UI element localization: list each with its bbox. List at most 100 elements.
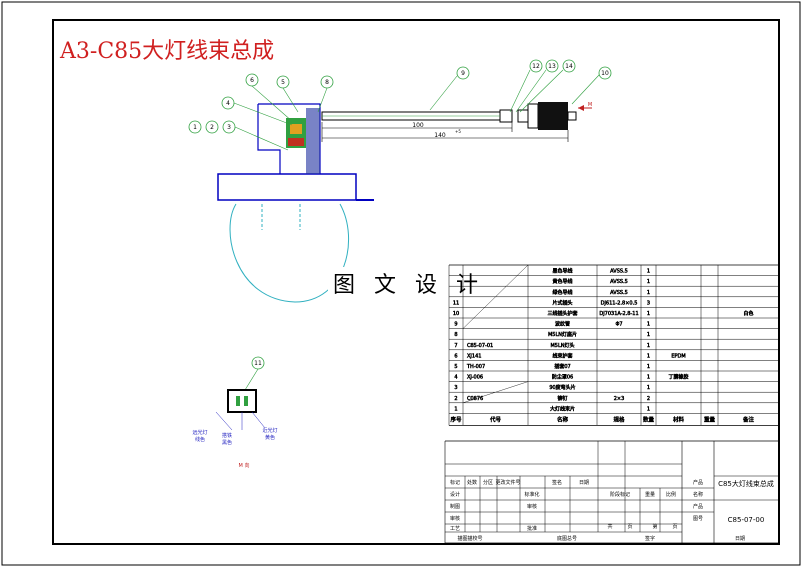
balloon-1: 1 (193, 124, 197, 131)
balloon-5: 5 (281, 79, 285, 86)
bom-cell-qty: 2 (647, 396, 650, 402)
view-label: M 向 (239, 462, 250, 469)
bom-header-wt: 重量 (704, 415, 716, 423)
tb-product2: 产品 (693, 503, 703, 510)
title-block: 标记处数分区更改文件号签名日期设计标准化制图审核审核工艺批准阶段标记重量比例共页… (444, 440, 780, 544)
tb-design: 设计 (450, 491, 460, 498)
tb-product: 产品 (693, 479, 703, 486)
bom-cell-qty: 1 (647, 322, 650, 328)
tb-drawing-no: C85-07-00 (728, 516, 765, 524)
balloon-2: 2 (210, 124, 214, 131)
bom-cell-name: 片式插头 (552, 299, 572, 306)
bom-cell-name: 大灯线束片 (550, 405, 575, 412)
bom-cell-qty: 1 (647, 385, 650, 391)
bom-cell-qty: 1 (647, 269, 650, 275)
bom-cell-qty: 1 (647, 364, 650, 370)
tb-stage: 阶段标记 (610, 491, 630, 498)
bom-cell-spec: Φ7 (615, 322, 622, 328)
dim-100: 100 (412, 122, 424, 129)
connector-end-view (215, 389, 266, 431)
bom-cell-name: 黑色导线 (552, 268, 572, 275)
bom-cell-qty: 1 (647, 279, 650, 285)
bom-cell-qty: 1 (647, 311, 650, 317)
watermark-bg (328, 267, 478, 301)
bom-header-note: 备注 (743, 415, 755, 423)
balloon-8: 8 (325, 79, 329, 86)
bom-cell-no: 3 (454, 385, 457, 391)
balloon-3: 3 (227, 124, 231, 131)
balloon-9: 9 (461, 70, 465, 77)
tb-date: 日期 (579, 480, 589, 486)
bom-cell-qty: 1 (647, 353, 650, 359)
bom-header-code: 代号 (490, 415, 502, 423)
bom-cell-spec: AVSS.5 (610, 290, 628, 296)
bom-cell-name: 防尘罩06 (552, 374, 573, 381)
tb-footer-3: 日期 (735, 536, 745, 542)
lamp-connector (257, 103, 321, 174)
tb-zone: 分区 (483, 479, 493, 486)
bom-cell-no: 11 (453, 300, 459, 306)
bom-header-qty: 数量 (643, 415, 655, 423)
bom-cell-mat: EPDM (671, 353, 685, 359)
bom-cell-code: TH-007 (466, 364, 485, 370)
tb-review2: 审核 (450, 515, 460, 522)
tb-scale: 比例 (666, 491, 676, 498)
tb-proc: 工艺 (450, 526, 460, 532)
bom-cell-spec: DJ611-2.8×0.5 (601, 300, 638, 306)
headlamp-bulb (229, 203, 350, 303)
bom-cell-code: XJ-006 (467, 375, 483, 381)
bom-cell-name: M5LN灯头 (550, 342, 574, 349)
balloon-14: 14 (565, 63, 573, 70)
dim-tol: +5 (455, 129, 461, 134)
balloon-12: 12 (532, 63, 540, 70)
balloon-10: 10 (601, 70, 609, 77)
tb-name-label: 名称 (693, 491, 703, 498)
tb-mark: 标记 (450, 479, 460, 486)
bom-cell-no: 4 (454, 375, 457, 381)
bom-cell-name: M5LN灯座片 (548, 331, 577, 338)
tb-approve: 批准 (527, 525, 537, 532)
bom-cell-code: XJ141 (467, 353, 481, 359)
drawing-title: A3-C85大灯线束总成 (59, 39, 274, 64)
tb-std: 标准化 (524, 491, 539, 498)
bom-cell-name: 三线插头护套 (547, 310, 577, 317)
three-pin-plug (517, 102, 592, 130)
tb-sign: 签名 (552, 479, 562, 486)
bom-cell-qty: 1 (647, 332, 650, 338)
tb-sheet: 第 (652, 523, 657, 530)
tb-count: 处数 (467, 479, 477, 486)
tb-review: 审核 (527, 503, 537, 510)
tb-weight: 重量 (645, 491, 655, 498)
bom-cell-qty: 1 (647, 343, 650, 349)
tb-page2: 页 (672, 524, 677, 530)
tb-doc: 更改文件号 (495, 479, 520, 486)
conn-right-top: 近光灯 (262, 427, 277, 434)
tb-total: 共 (607, 523, 612, 530)
conn-left-top: 远光灯 (192, 429, 207, 436)
bom-header-spec: 规格 (613, 415, 625, 423)
tb-footer-2: 签字 (645, 535, 655, 542)
bom-cell-no: 6 (454, 353, 457, 359)
bom-cell-note: 白色 (743, 310, 753, 317)
tb-fig: 图号 (693, 516, 703, 522)
bom-cell-no: 10 (453, 311, 459, 317)
balloon-13: 13 (548, 63, 556, 70)
conn-mid-top: 搭铁 (222, 432, 232, 439)
bom-cell-qty: 3 (647, 300, 650, 306)
conn-mid-bottom: 黑色 (222, 439, 232, 446)
tb-drawing-name: C85大灯线束总成 (718, 479, 774, 488)
watermark: 图 文 设 计 (333, 273, 484, 298)
bom-cell-spec: 2×3 (614, 396, 625, 402)
balloon-6: 6 (250, 77, 254, 84)
bom-header-no: 序号 (450, 415, 462, 423)
bom-header-name: 名称 (557, 415, 569, 423)
lamp-base (217, 173, 357, 201)
bom-cell-qty: 1 (647, 290, 650, 296)
tb-drawn: 制图 (450, 503, 460, 510)
bom-cell-no: 2 (454, 396, 457, 402)
bom-cell-no: 8 (454, 332, 457, 338)
bom-cell-no: 7 (454, 343, 457, 349)
bom-cell-name: 绿色导线 (552, 289, 572, 296)
